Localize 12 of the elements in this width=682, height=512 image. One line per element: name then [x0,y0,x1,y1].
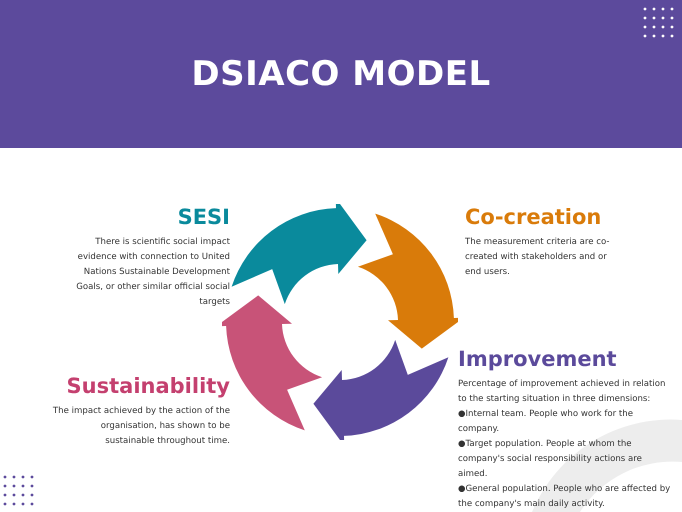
description-text: The measurement criteria are co-created with stakeholders and or end users. [465,236,610,279]
section-heading: SESI [178,205,230,229]
section-heading: Improvement [458,347,617,371]
section-heading: Co-creation [465,205,602,229]
description-text: ●Internal team. People who work for the company. [458,408,634,436]
description-text: Percentage of improvement achieved in relation to the starting situation in three dimensions: [458,378,666,406]
description-text: There is scientific social impact evidence with connection to United Nations Sustainable Development Goals, or other similar official social targets [75,236,230,309]
title: DSIACO MODEL [191,54,491,94]
section-heading: Sustainability [66,374,230,398]
description-text: ●Target population. People at whom the company's social responsibility actions are aimed. [458,438,643,481]
description-text: ●General population. People who are affected by the company's main daily activity. [458,483,672,511]
description-text: The impact achieved by the action of the organisation, has shown to be sustainable throughout time. [52,405,230,448]
